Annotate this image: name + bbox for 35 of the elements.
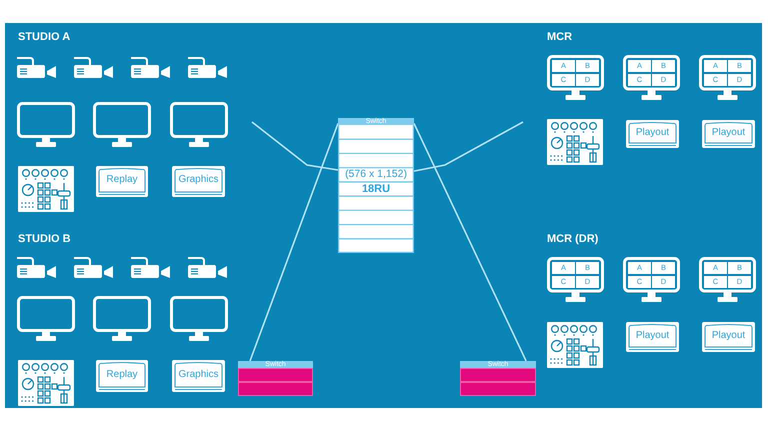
- multiviewer-monitor: [623, 55, 680, 100]
- section-heading: STUDIO B: [18, 233, 71, 245]
- section-heading: MCR (DR): [547, 233, 598, 245]
- multiviewer-monitor: [547, 257, 604, 302]
- multiviewer-monitor: [623, 257, 680, 302]
- connector-line: [252, 121, 338, 171]
- device-label: Replay: [106, 174, 138, 186]
- device-label: Replay: [106, 368, 138, 380]
- device-panel: [626, 120, 679, 148]
- connector-line: [249, 123, 339, 362]
- equipment-rack: [338, 118, 414, 253]
- rack-unit-label: (576 x 1,152): [345, 168, 407, 182]
- section-heading: MCR: [547, 31, 572, 43]
- device-label: Playout: [712, 330, 746, 342]
- device-panel: [702, 322, 755, 352]
- multiviewer-monitor: [699, 257, 756, 302]
- device-panel: [172, 166, 225, 197]
- network-switch: [460, 361, 536, 396]
- device-panel: [96, 166, 148, 197]
- device-label: Graphics: [178, 368, 218, 380]
- multiviewer-monitor: [699, 55, 756, 100]
- section-heading: STUDIO A: [18, 31, 70, 43]
- multiviewer-monitor: [547, 55, 604, 100]
- rack-unit-label: 18RU: [362, 182, 390, 196]
- device-panel: [626, 322, 679, 352]
- connector-line: [414, 121, 524, 172]
- device-panel: [96, 360, 148, 392]
- device-panel: [172, 360, 225, 392]
- device-label: Playout: [712, 126, 746, 138]
- device-label: Graphics: [178, 174, 218, 186]
- device-panel: [702, 120, 755, 148]
- device-label: Playout: [636, 330, 670, 342]
- connector-line: [413, 123, 527, 362]
- network-switch: [238, 361, 313, 396]
- device-label: Playout: [636, 126, 670, 138]
